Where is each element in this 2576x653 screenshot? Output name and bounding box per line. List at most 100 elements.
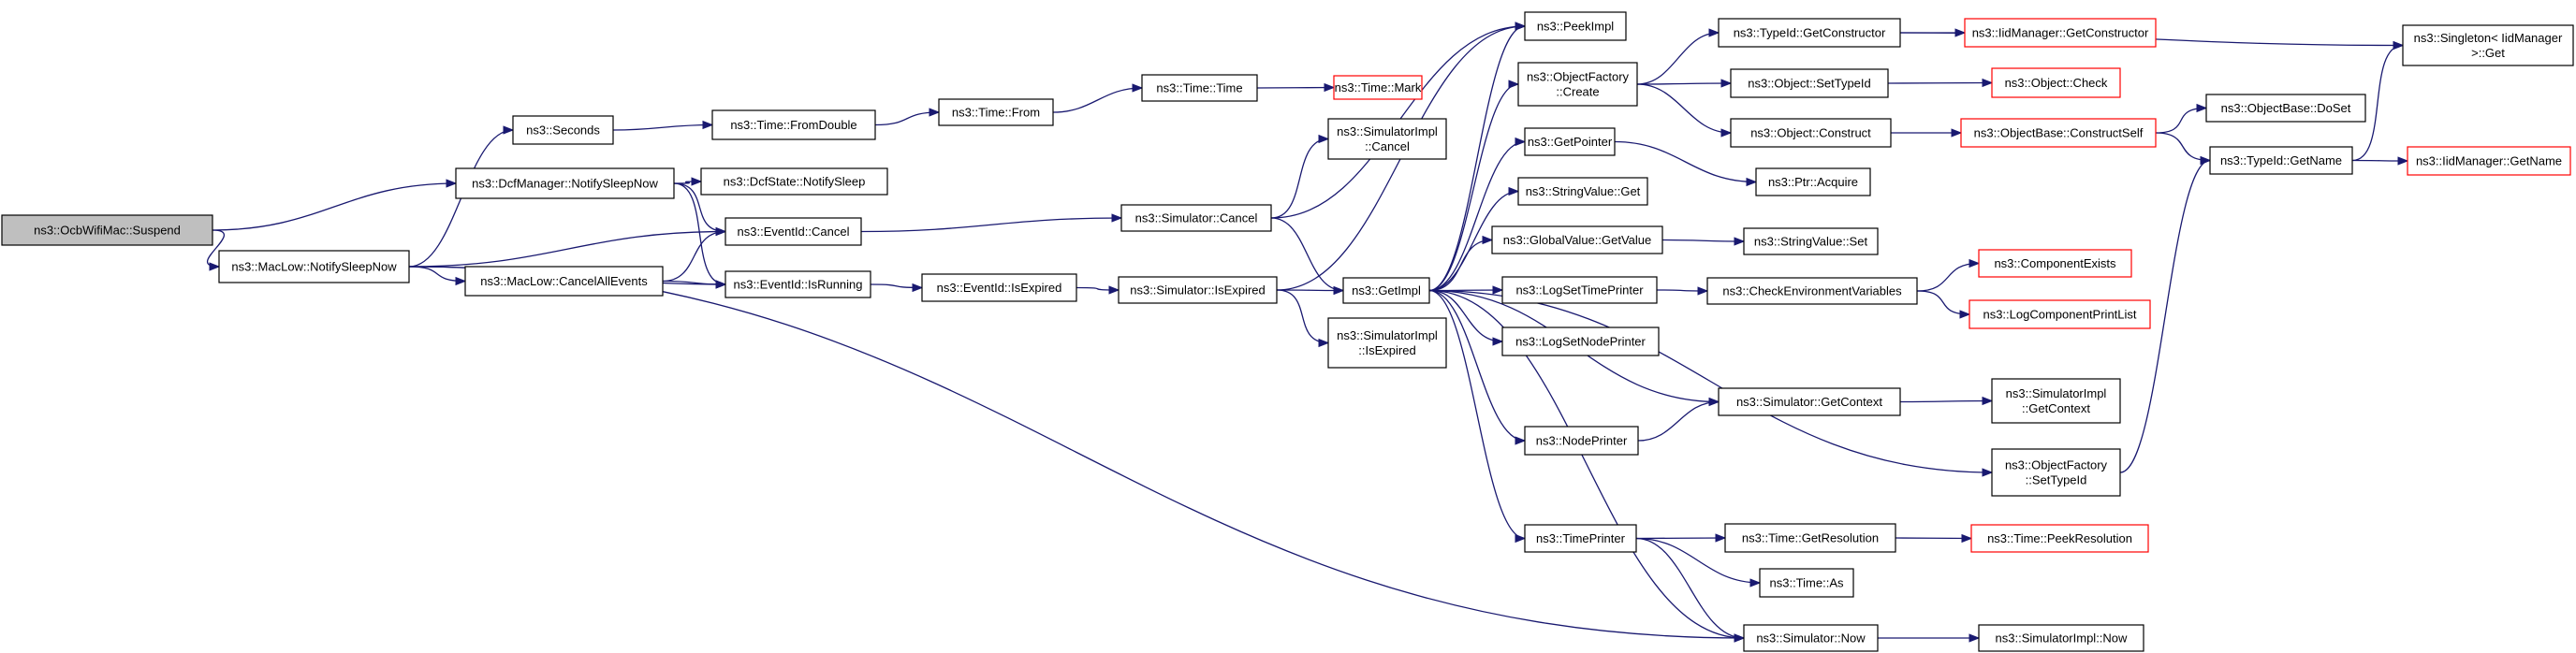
node-evexpired[interactable]: ns3::EventId::IsExpired bbox=[921, 273, 1077, 302]
node-box bbox=[218, 250, 410, 283]
node-evrunning[interactable]: ns3::EventId::IsRunning bbox=[724, 270, 871, 298]
edge-path bbox=[1614, 140, 1758, 187]
edge-path bbox=[1635, 533, 1727, 543]
node-typeidgetctor[interactable]: ns3::TypeId::GetConstructor bbox=[1718, 18, 1901, 48]
node-cancelall[interactable]: ns3::MacLow::CancelAllEvents bbox=[464, 266, 664, 297]
node-fromdouble[interactable]: ns3::Time::FromDouble bbox=[711, 109, 876, 140]
node-objfactcreate[interactable]: ns3::ObjectFactory::Create bbox=[1517, 62, 1638, 107]
node-simimplnow[interactable]: ns3::SimulatorImpl::Now bbox=[1978, 624, 2144, 652]
node-singleton[interactable]: ns3::Singleton< IidManager >::Get bbox=[2402, 24, 2574, 66]
node-box bbox=[1524, 426, 1639, 456]
node-seconds[interactable]: ns3::Seconds bbox=[512, 115, 614, 145]
edge-path bbox=[870, 283, 924, 293]
node-ptracquire[interactable]: ns3::Ptr::Acquire bbox=[1755, 167, 1871, 196]
node-peekimpl[interactable]: ns3::PeekImpl bbox=[1524, 11, 1627, 41]
node-objconstruct[interactable]: ns3::Object::Construct bbox=[1730, 118, 1892, 148]
edge-path bbox=[1635, 537, 1746, 643]
node-simimplctx[interactable]: ns3::SimulatorImpl::GetContext bbox=[1991, 378, 2121, 424]
edge-path bbox=[662, 226, 727, 283]
node-label: ns3::LogComponentPrintList bbox=[1983, 308, 2136, 322]
edge-logsettime-to-checkenv bbox=[1656, 286, 1709, 296]
edge-dcfnotify-to-evcancel bbox=[673, 182, 727, 237]
node-simimplcancel[interactable]: ns3::SimulatorImpl::Cancel bbox=[1327, 118, 1447, 160]
node-logcomplist[interactable]: ns3::LogComponentPrintList bbox=[1969, 299, 2151, 329]
edge-path bbox=[1661, 237, 1746, 246]
node-stringset[interactable]: ns3::StringValue::Set bbox=[1743, 227, 1879, 255]
node-label: ns3::ObjectFactory bbox=[1527, 70, 1630, 84]
node-getimpl[interactable]: ns3::GetImpl bbox=[1342, 277, 1430, 304]
node-compexists[interactable]: ns3::ComponentExists bbox=[1978, 249, 2132, 278]
node-typeidgetname[interactable]: ns3::TypeId::GetName bbox=[2209, 146, 2353, 175]
node-label: ns3::Object::SetTypeId bbox=[1748, 77, 1871, 91]
node-simexpired[interactable]: ns3::Simulator::IsExpired bbox=[1118, 276, 1278, 304]
node-simimplexpired[interactable]: ns3::SimulatorImpl::IsExpired bbox=[1327, 317, 1447, 369]
edge-checkenv-to-compexists bbox=[1916, 258, 1981, 292]
node-globalget[interactable]: ns3::GlobalValue::GetValue bbox=[1491, 225, 1663, 254]
edge-globalget-to-stringset bbox=[1661, 237, 1746, 246]
edge-typeidgetname-to-iidgetname bbox=[2351, 156, 2409, 166]
node-peekres[interactable]: ns3::Time::PeekResolution bbox=[1970, 524, 2149, 553]
node-notifysleepnow[interactable]: ns3::MacLow::NotifySleepNow bbox=[218, 250, 410, 283]
node-checkenv[interactable]: ns3::CheckEnvironmentVariables bbox=[1706, 277, 1918, 305]
node-label: ns3::StringValue::Set bbox=[1754, 235, 1868, 249]
node-constructself[interactable]: ns3::ObjectBase::ConstructSelf bbox=[1960, 118, 2157, 148]
node-box bbox=[1327, 317, 1447, 369]
node-simnow[interactable]: ns3::Simulator::Now bbox=[1743, 624, 1879, 652]
node-label: ns3::MacLow::CancelAllEvents bbox=[480, 274, 648, 288]
node-evcancel[interactable]: ns3::EventId::Cancel bbox=[724, 217, 862, 246]
nodes-layer: ns3::OcbWifiMac::Suspendns3::MacLow::Not… bbox=[1, 11, 2574, 652]
node-iidgetctor[interactable]: ns3::IidManager::GetConstructor bbox=[1964, 18, 2157, 48]
node-box bbox=[1118, 276, 1278, 304]
node-box bbox=[1991, 67, 2121, 98]
node-getres[interactable]: ns3::Time::GetResolution bbox=[1724, 523, 1896, 553]
node-timemark[interactable]: ns3::Time::Mark bbox=[1333, 75, 1423, 100]
edge-objfactcreate-to-settypeid bbox=[1636, 79, 1733, 88]
node-logsettime[interactable]: ns3::LogSetTimePrinter bbox=[1501, 276, 1658, 304]
node-box bbox=[938, 98, 1054, 126]
edge-path bbox=[2351, 156, 2409, 166]
node-timetime[interactable]: ns3::Time::Time bbox=[1141, 74, 1258, 102]
node-dcfnotify[interactable]: ns3::DcfManager::NotifySleepNow bbox=[455, 167, 675, 199]
node-box bbox=[1718, 18, 1901, 48]
node-iidgetname[interactable]: ns3::IidManager::GetName bbox=[2407, 146, 2571, 176]
node-dcfstate[interactable]: ns3::DcfState::NotifySleep bbox=[700, 167, 888, 196]
node-box bbox=[1978, 249, 2132, 278]
node-box bbox=[1755, 167, 1871, 196]
node-box bbox=[1730, 68, 1889, 98]
edge-path bbox=[673, 182, 727, 237]
node-label: ns3::Time::Time bbox=[1156, 81, 1242, 95]
node-settypeid[interactable]: ns3::Object::SetTypeId bbox=[1730, 68, 1889, 98]
node-objfactsettype[interactable]: ns3::ObjectFactory::SetTypeId bbox=[1991, 448, 2121, 497]
node-doset[interactable]: ns3::ObjectBase::DoSet bbox=[2205, 94, 2366, 123]
edge-path bbox=[408, 266, 467, 286]
node-label: ns3::DcfState::NotifySleep bbox=[724, 175, 866, 189]
edge-getpointer-to-ptracquire bbox=[1614, 140, 1758, 187]
edge-path bbox=[1256, 82, 1336, 93]
node-getcontext[interactable]: ns3::Simulator::GetContext bbox=[1718, 387, 1901, 416]
node-nodeprinter[interactable]: ns3::NodePrinter bbox=[1524, 426, 1639, 456]
node-getpointer[interactable]: ns3::GetPointer bbox=[1524, 127, 1616, 156]
node-label: ns3::Simulator::GetContext bbox=[1736, 395, 1882, 409]
node-label: ns3::Simulator::Now bbox=[1756, 631, 1866, 646]
edge-simcancel-to-getimpl bbox=[1270, 217, 1345, 296]
node-timeprinter[interactable]: ns3::TimePrinter bbox=[1524, 524, 1637, 553]
node-box bbox=[1517, 62, 1638, 107]
node-box bbox=[1743, 227, 1879, 255]
edge-path bbox=[874, 108, 941, 126]
edge-path bbox=[1428, 22, 1527, 292]
node-logsetnode[interactable]: ns3::LogSetNodePrinter bbox=[1501, 326, 1660, 356]
node-timeas[interactable]: ns3::Time::As bbox=[1759, 568, 1854, 598]
node-objcheck[interactable]: ns3::Object::Check bbox=[1991, 67, 2121, 98]
node-label: ns3::SimulatorImpl bbox=[1337, 124, 1438, 138]
node-simcancel[interactable]: ns3::Simulator::Cancel bbox=[1120, 204, 1272, 232]
node-label: ns3::EventId::IsRunning bbox=[733, 278, 862, 292]
node-box bbox=[1120, 204, 1272, 232]
edge-path bbox=[1270, 134, 1330, 219]
node-suspend[interactable]: ns3::OcbWifiMac::Suspend bbox=[1, 214, 213, 246]
node-stringget[interactable]: ns3::StringValue::Get bbox=[1517, 177, 1648, 206]
node-box bbox=[1964, 18, 2157, 48]
node-timefrom[interactable]: ns3::Time::From bbox=[938, 98, 1054, 126]
node-box bbox=[724, 217, 862, 246]
edge-dcfnotify-to-evrunning bbox=[673, 182, 727, 289]
node-box bbox=[1991, 448, 2121, 497]
